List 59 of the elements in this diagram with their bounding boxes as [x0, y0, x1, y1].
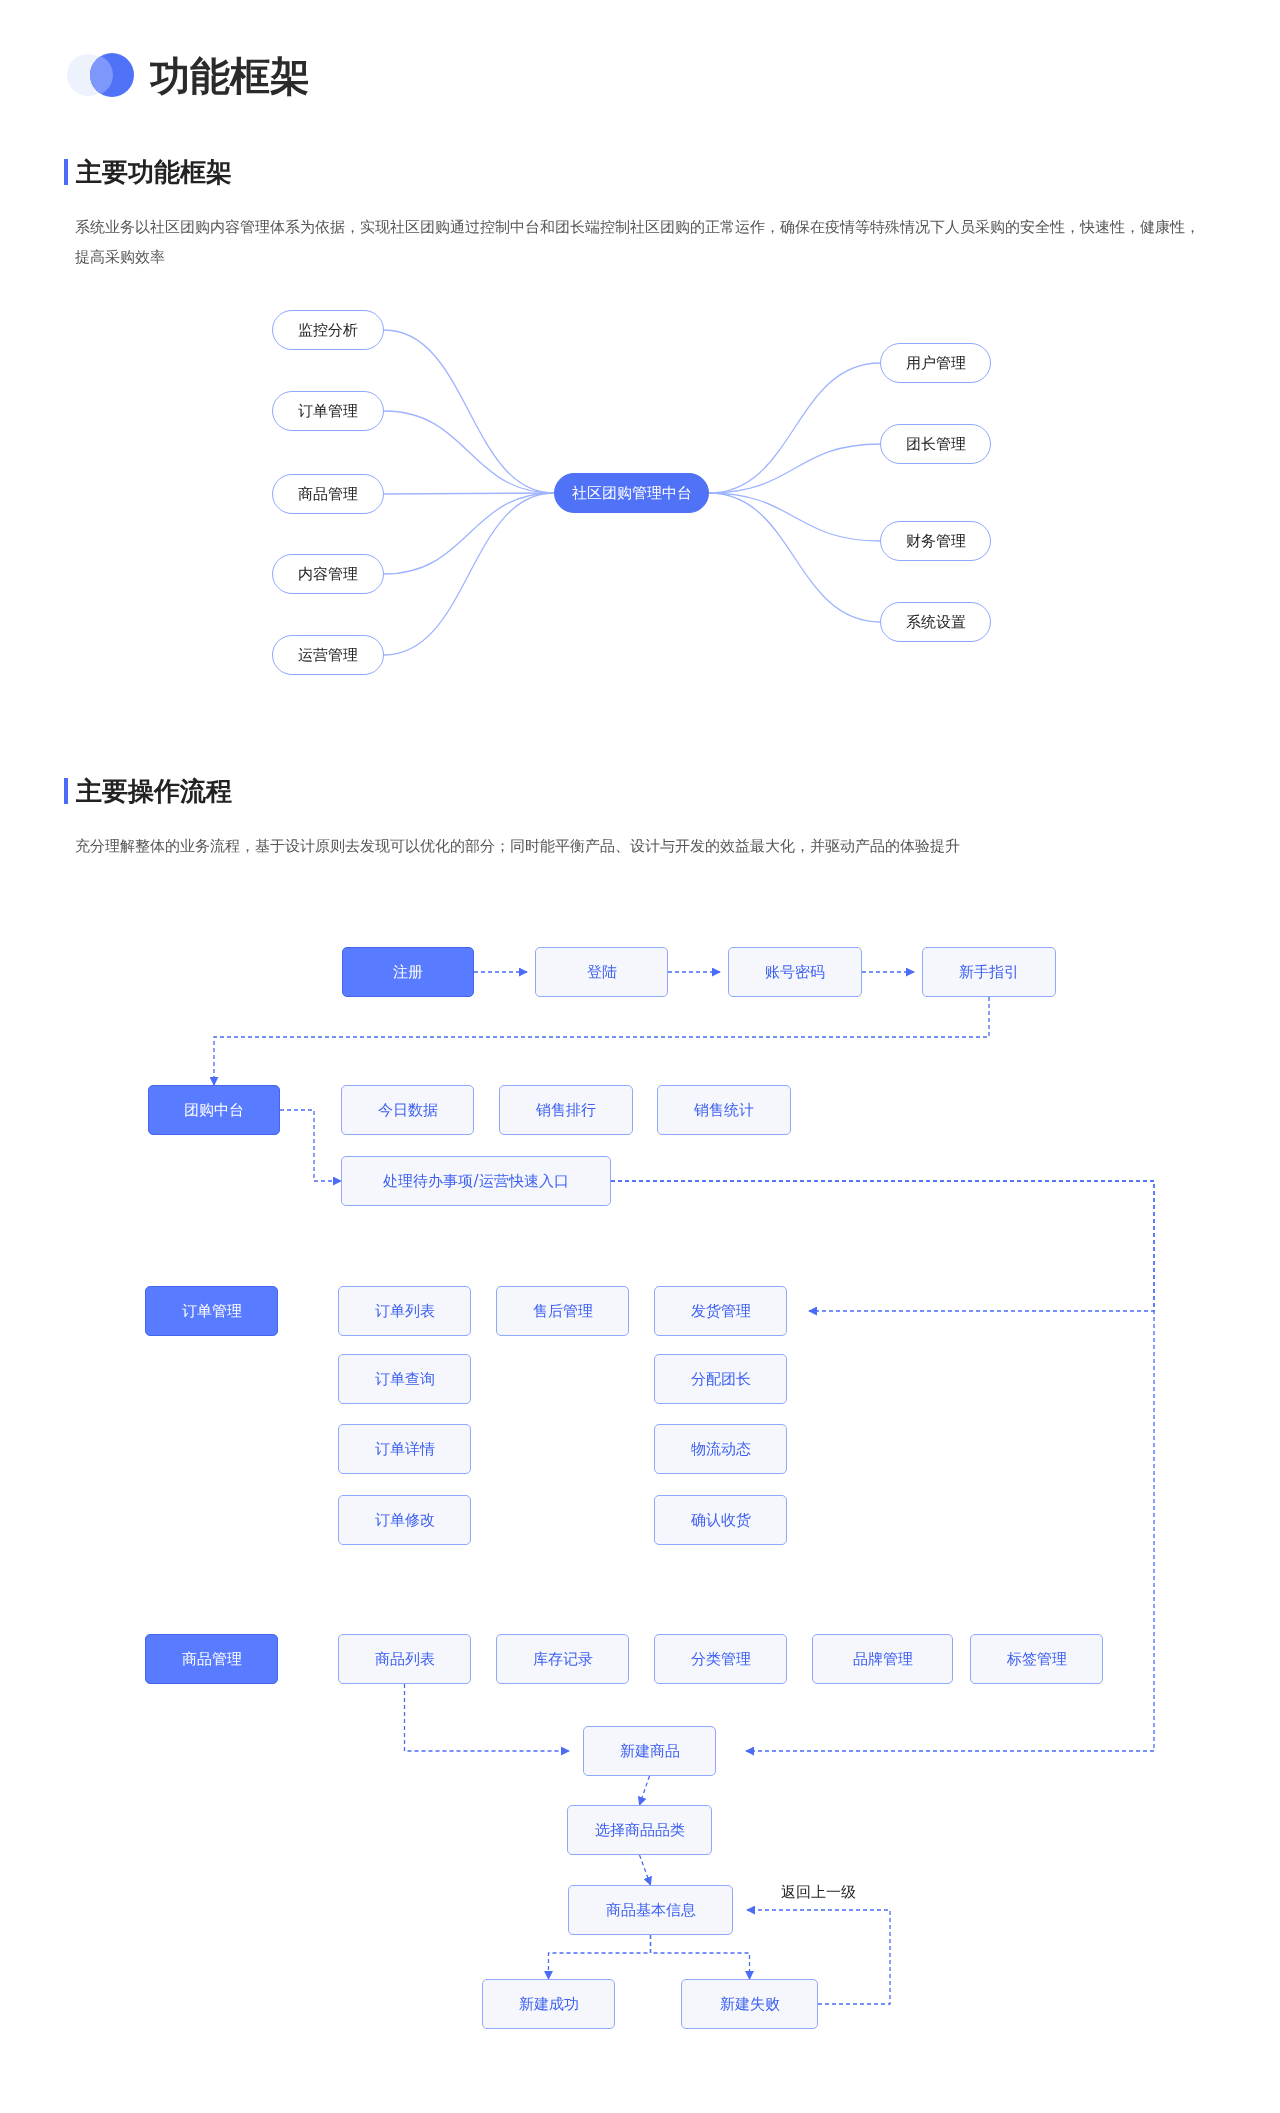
- topic-pill: 订单管理: [272, 391, 384, 431]
- process-box: 订单详情: [338, 1424, 471, 1474]
- process-box: 售后管理: [496, 1286, 629, 1336]
- process-box: 销售统计: [657, 1085, 791, 1135]
- process-box: 销售排行: [499, 1085, 633, 1135]
- process-box: 商品列表: [338, 1634, 471, 1684]
- topic-pill: 监控分析: [272, 310, 384, 350]
- process-box: 新建成功: [482, 1979, 615, 2029]
- arrow: [473, 967, 528, 977]
- process-box: 品牌管理: [812, 1634, 953, 1684]
- arrow: [279, 1109, 342, 1186]
- arrow: [667, 967, 721, 977]
- process-box: 登陆: [535, 947, 668, 997]
- topic-pill: 用户管理: [880, 343, 991, 383]
- topic-pill: 运营管理: [272, 635, 384, 675]
- topic-pill: 团长管理: [880, 424, 991, 464]
- page-title: 功能框架: [150, 52, 310, 101]
- arrow: [649, 1934, 754, 1980]
- topic-pill: 内容管理: [272, 554, 384, 594]
- hub-pill: 社区团购管理中台: [554, 473, 709, 513]
- arrow: [746, 1905, 891, 2005]
- topic-pill: 系统设置: [880, 602, 991, 642]
- description-text: 系统业务以社区团购内容管理体系为依据，实现社区团购通过控制中台和团长端控制社区团购的正常运作，确保在疫情等特殊情况下人员采购的安全性，快速性，健康性，提高采购效率: [75, 217, 1201, 268]
- process-box: 今日数据: [341, 1085, 474, 1135]
- branch-line: [383, 492, 555, 656]
- process-box: 物流动态: [654, 1424, 787, 1474]
- arrow: [861, 967, 915, 977]
- category-box: 商品管理: [145, 1634, 278, 1684]
- category-box: 团购中台: [148, 1085, 280, 1135]
- process-box: 分类管理: [654, 1634, 787, 1684]
- description-text: 充分理解整体的业务流程，基于设计原则去发现可以优化的部分；同时能平衡产品、设计与开发的效益最大化，并驱动产品的体验提升: [75, 836, 961, 857]
- arrow: [403, 1683, 570, 1756]
- process-box: 商品基本信息: [568, 1885, 733, 1935]
- section-heading: 主要功能框架: [76, 156, 232, 189]
- process-box: 订单列表: [338, 1286, 471, 1336]
- arrow: [638, 1854, 652, 1886]
- arrow: [610, 1180, 1155, 1756]
- process-box: 新手指引: [922, 947, 1056, 997]
- process-box: 订单查询: [338, 1354, 471, 1404]
- process-box: 新建失败: [681, 1979, 818, 2029]
- process-box: 确认收货: [654, 1495, 787, 1545]
- branch-line: [708, 492, 881, 623]
- topic-pill: 商品管理: [272, 474, 384, 514]
- edge-label: 返回上一级: [778, 1883, 859, 1902]
- process-box: 新建商品: [583, 1726, 716, 1776]
- arrow: [637, 1775, 651, 1806]
- process-box: 分配团长: [654, 1354, 787, 1404]
- process-box: 处理待办事项/运营快速入口: [341, 1156, 611, 1206]
- topic-pill: 财务管理: [880, 521, 991, 561]
- process-box: 发货管理: [654, 1286, 787, 1336]
- category-box: 注册: [342, 947, 474, 997]
- process-box: 标签管理: [970, 1634, 1103, 1684]
- section-heading: 主要操作流程: [76, 775, 232, 808]
- process-box: 订单修改: [338, 1495, 471, 1545]
- process-box: 选择商品品类: [567, 1805, 712, 1855]
- process-box: 账号密码: [728, 947, 862, 997]
- arrow: [209, 996, 990, 1086]
- process-box: 库存记录: [496, 1634, 629, 1684]
- category-box: 订单管理: [145, 1286, 278, 1336]
